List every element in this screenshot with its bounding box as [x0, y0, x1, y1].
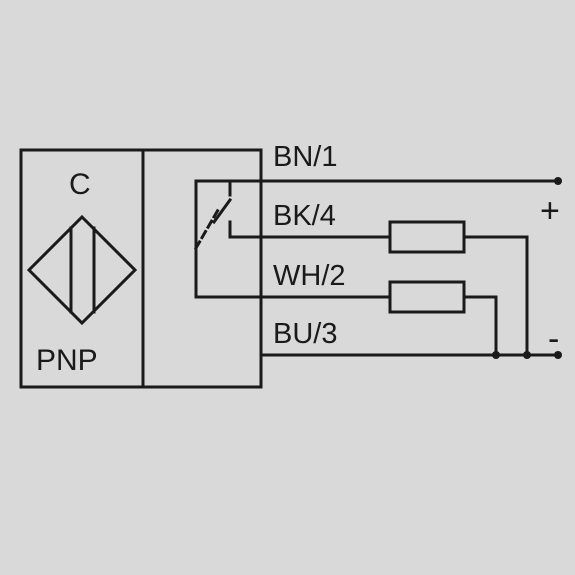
terminal-dot-negative	[554, 351, 562, 359]
wire-label-bk: BK/4	[273, 200, 336, 232]
wire-label-bn: BN/1	[273, 141, 338, 173]
terminal-label-positive: +	[540, 192, 560, 230]
capacitive-sensor-icon	[26, 214, 138, 326]
junction-dot-bk	[523, 351, 531, 359]
junction-dot-wh	[492, 351, 500, 359]
switch-blade	[211, 197, 233, 225]
wire-label-wh: WH/2	[273, 260, 346, 292]
output-type-label: PNP	[36, 344, 98, 377]
switch-actuator-link	[193, 207, 221, 251]
wire-label-bu: BU/3	[273, 318, 338, 350]
terminal-dot-positive	[554, 177, 562, 185]
load-resistor-bk	[388, 220, 466, 254]
terminal-label-negative: -	[548, 320, 560, 358]
load-resistor-wh	[388, 280, 466, 314]
sensor-type-letter: C	[69, 168, 91, 201]
sensor-body	[19, 148, 263, 389]
